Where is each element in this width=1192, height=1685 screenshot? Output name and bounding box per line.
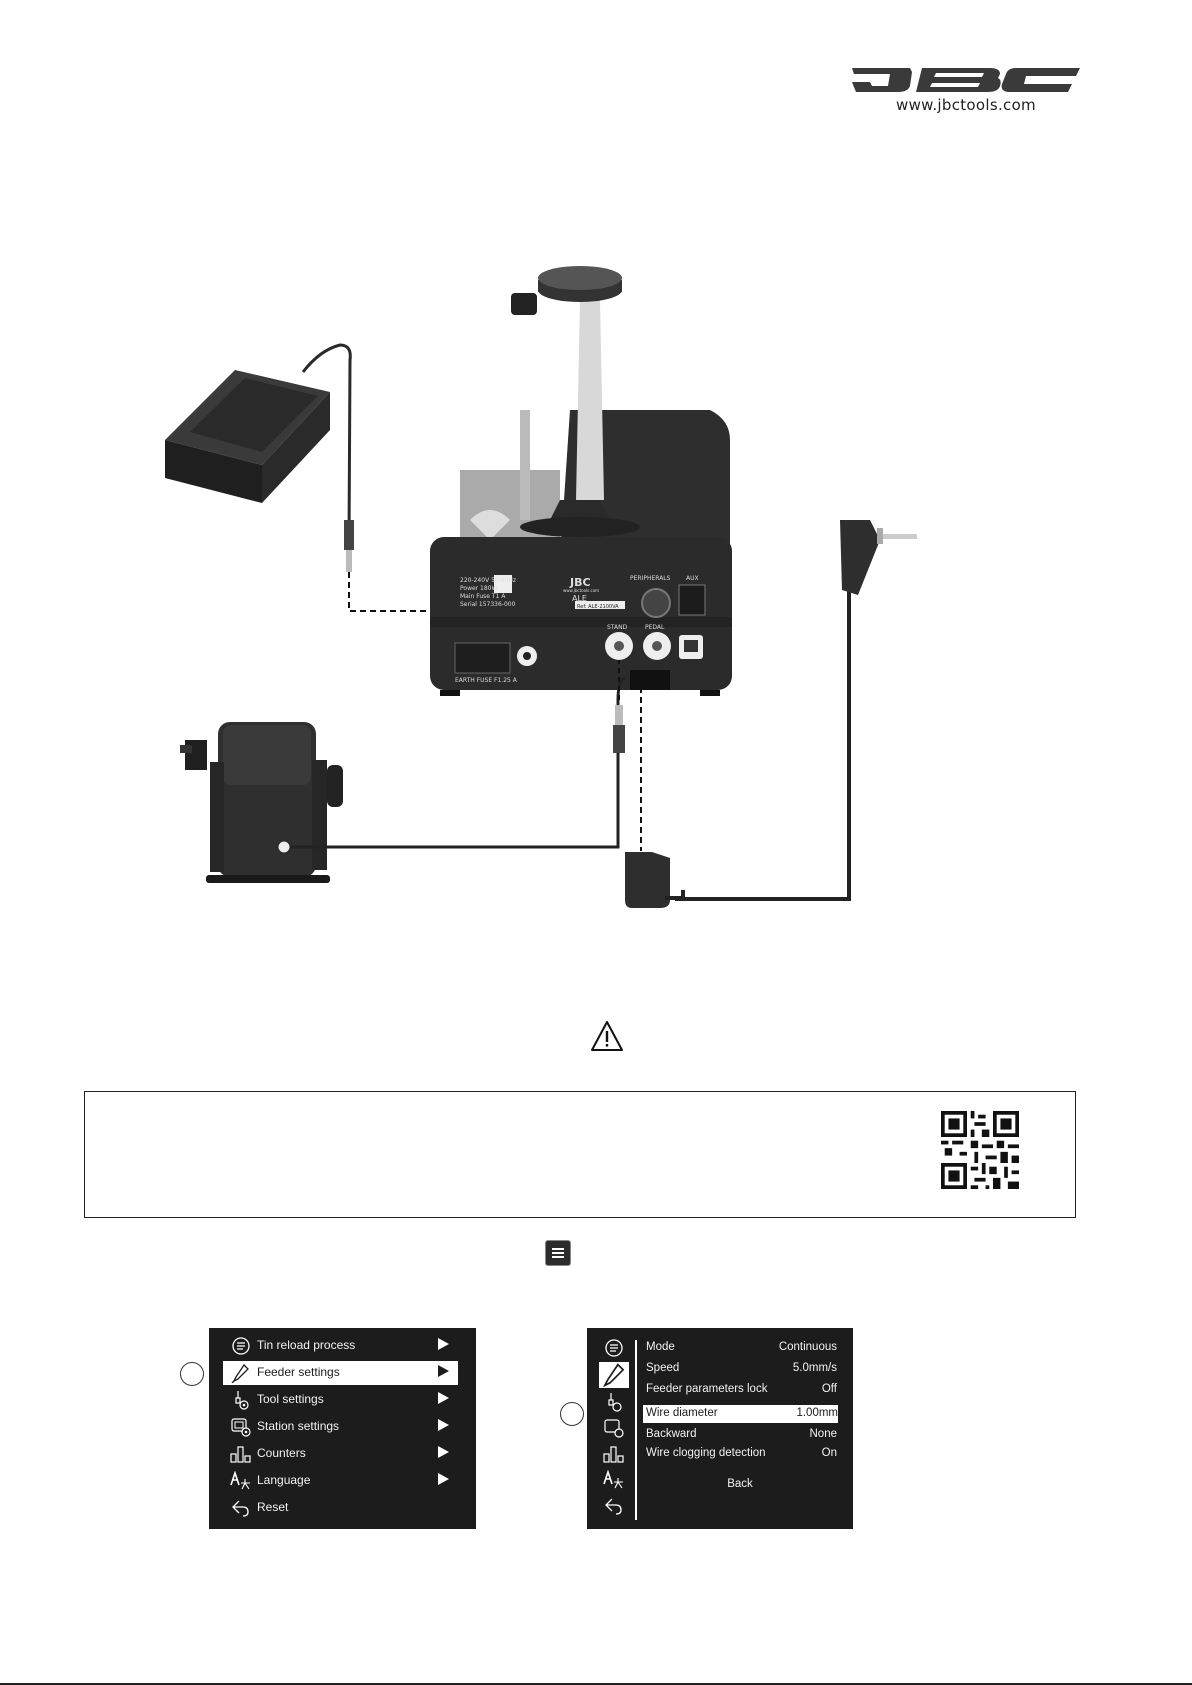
menu-item-tin-reload[interactable]: Tin reload process (223, 1334, 458, 1358)
label-stand: STAND (607, 624, 628, 631)
divider (635, 1340, 637, 1520)
label-serial: Serial 157336-000 (460, 601, 516, 608)
param-value: Continuous (778, 1341, 837, 1353)
arrow-right-icon (438, 1473, 449, 1485)
page-bottom-rule (0, 1683, 1192, 1685)
feeder-icon-selected[interactable] (599, 1362, 629, 1388)
param-feeder-lock[interactable]: Feeder parameters lock Off (643, 1381, 837, 1399)
tin-reload-icon[interactable] (603, 1338, 625, 1358)
jbc-logo-mark (852, 68, 1080, 92)
menu-item-reset[interactable]: Reset (223, 1496, 458, 1520)
arrow-right-icon (438, 1419, 449, 1431)
param-value: On (821, 1447, 837, 1459)
label-power: Power 180W (460, 585, 498, 592)
param-speed[interactable]: Speed 5.0mm/s (643, 1360, 837, 1378)
param-backward[interactable]: Backward None (643, 1426, 837, 1444)
label-brand: JBC (569, 576, 591, 589)
menu-item-label: Language (257, 1473, 311, 1487)
connection-diagram: 220-240V 50/60Hz Power 180W Main Fuse T1… (165, 266, 917, 908)
label-aux: AUX (686, 575, 699, 582)
label-site: www.jbctools.com (563, 588, 599, 593)
language-icon[interactable] (603, 1470, 625, 1490)
menu-screen: Tin reload process Feeder settings Tool … (209, 1328, 476, 1529)
param-wire-diameter[interactable]: Wire diameter 1.00mm (643, 1405, 838, 1423)
menu-item-tool-settings[interactable]: Tool settings (223, 1388, 458, 1412)
label-ref: Ref: ALE-2100VA (577, 604, 619, 610)
param-value: 1.00mm (796, 1407, 838, 1419)
label-voltage: 220-240V 50/60Hz (460, 577, 516, 584)
arrow-right-icon (438, 1446, 449, 1458)
label-earth-fuse: EARTH FUSE F1.25 A (455, 677, 518, 684)
feeder-icon (603, 1363, 625, 1388)
reset-icon[interactable] (603, 1496, 625, 1516)
counters-icon[interactable] (603, 1444, 625, 1464)
menu-item-label: Reset (257, 1500, 289, 1514)
label-peripherals: PERIPHERALS (630, 575, 671, 582)
tin-reload-icon (232, 1337, 250, 1355)
menu-item-station-settings[interactable]: Station settings (223, 1415, 458, 1439)
menu-item-feeder-settings[interactable]: Feeder settings (223, 1361, 458, 1385)
param-value: 5.0mm/s (792, 1362, 837, 1374)
menu-item-label: Feeder settings (257, 1365, 340, 1379)
language-icon (230, 1471, 250, 1490)
tool-settings-icon[interactable] (603, 1392, 625, 1412)
station-settings-icon (231, 1418, 251, 1437)
step-marker-1 (180, 1362, 204, 1386)
back-button[interactable]: Back (727, 1478, 753, 1490)
label-model: ALE (572, 594, 587, 603)
feeder-settings-screen: Mode Continuous Speed 5.0mm/s Feeder par… (587, 1328, 853, 1529)
param-label: Backward (646, 1428, 697, 1440)
reset-icon (232, 1500, 249, 1517)
menu-item-label: Counters (257, 1446, 306, 1460)
param-label: Mode (646, 1341, 675, 1353)
station-settings-icon[interactable] (603, 1418, 625, 1438)
info-box (84, 1091, 1076, 1218)
label-main-fuse: Main Fuse T1 A (460, 593, 506, 600)
param-label: Feeder parameters lock (646, 1383, 768, 1395)
menu-item-label: Station settings (257, 1419, 340, 1433)
param-wire-clogging[interactable]: Wire clogging detection On (643, 1445, 837, 1463)
feeder-icon (231, 1363, 249, 1383)
param-value: None (809, 1428, 838, 1440)
station-illustration (430, 266, 732, 696)
menu-item-counters[interactable]: Counters (223, 1442, 458, 1466)
arrow-right-icon (438, 1365, 449, 1377)
step-marker-2 (560, 1402, 584, 1426)
param-label: Wire diameter (646, 1407, 718, 1419)
arrow-right-icon (438, 1392, 449, 1404)
menu-item-label: Tool settings (257, 1392, 324, 1406)
menu-button-icon[interactable] (545, 1240, 571, 1266)
label-pedal: PEDAL (645, 624, 665, 631)
menu-item-language[interactable]: Language (223, 1469, 458, 1493)
qr-code-icon[interactable] (941, 1111, 1019, 1189)
jbc-logo: www.jbctools.com (850, 62, 1082, 114)
param-label: Wire clogging detection (646, 1447, 766, 1459)
counters-icon (230, 1446, 251, 1463)
foot-pedal-illustration (165, 370, 330, 503)
param-value: Off (821, 1383, 837, 1395)
param-label: Speed (646, 1362, 680, 1374)
param-mode[interactable]: Mode Continuous (643, 1339, 837, 1357)
tool-settings-icon (235, 1391, 249, 1410)
feeder-illustration (180, 722, 343, 883)
arrow-right-icon (438, 1338, 449, 1350)
menu-item-label: Tin reload process (257, 1338, 356, 1352)
website-url: www.jbctools.com (896, 96, 1036, 114)
warning-icon (591, 1021, 623, 1051)
